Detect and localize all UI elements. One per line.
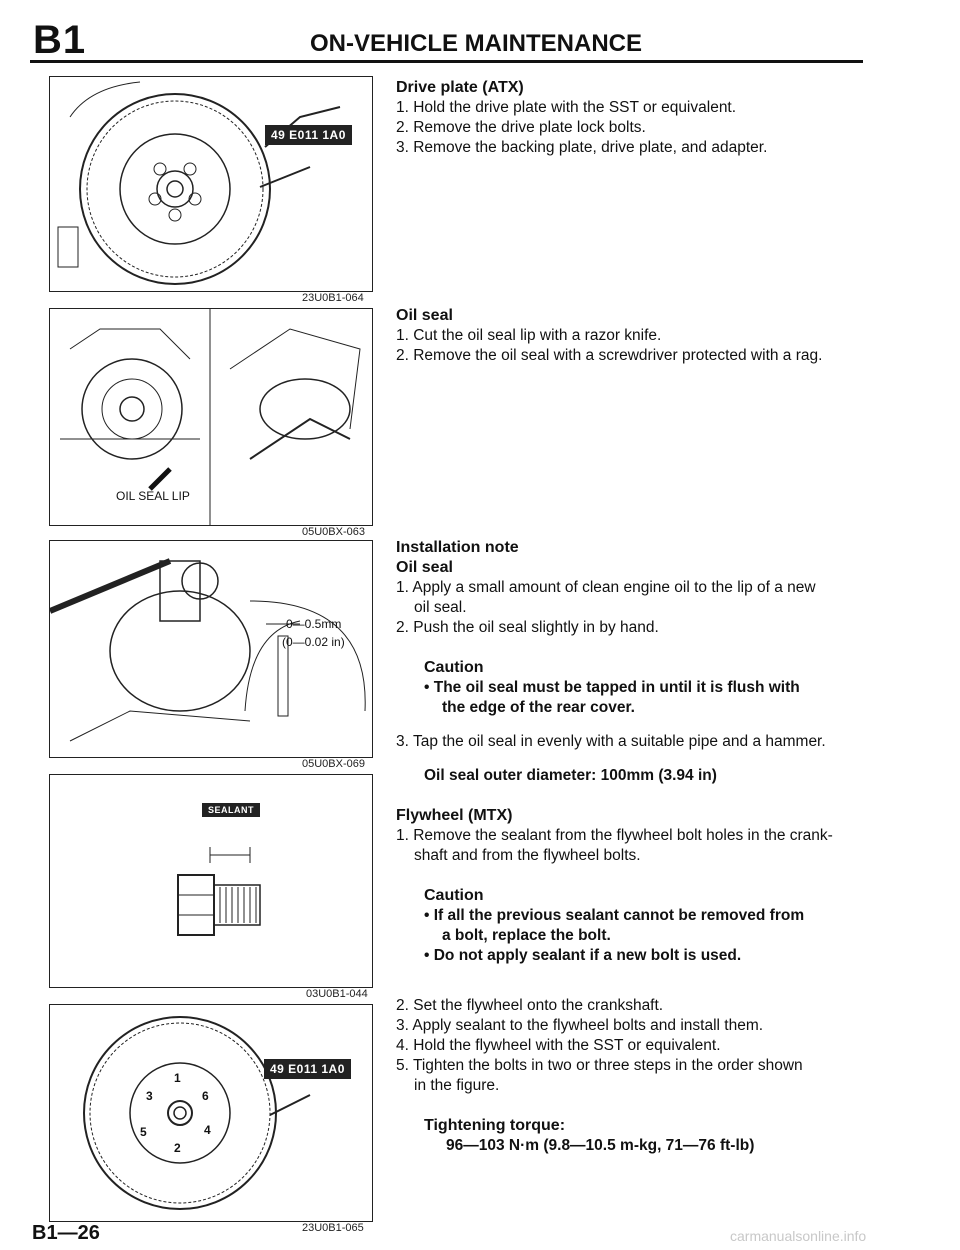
figure-code: 23U0B1-064 xyxy=(302,292,364,304)
figure-sealant-bolt: SEALANT xyxy=(49,774,373,988)
caution-item-cont: the edge of the rear cover. xyxy=(442,699,635,716)
flywheel-step: 5. Tighten the bolts in two or three ste… xyxy=(396,1057,803,1074)
installation-section: Installation note Oil seal 1. Apply a sm… xyxy=(396,538,876,786)
page-header: B1 ON-VEHICLE MAINTENANCE xyxy=(0,0,960,70)
flywheel-heading: Flywheel (MTX) xyxy=(396,807,513,824)
caution-title: Caution xyxy=(424,659,484,676)
page-number: B1—26 xyxy=(32,1222,100,1244)
installation-step: 1. Apply a small amount of clean engine … xyxy=(396,579,816,596)
flywheel-step-cont: shaft and from the flywheel bolts. xyxy=(414,847,641,864)
oil-seal-step: 1. Cut the oil seal lip with a razor kni… xyxy=(396,327,662,344)
oil-seal-lip-illustration xyxy=(60,309,361,525)
drive-plate-step: 2. Remove the drive plate lock bolts. xyxy=(396,119,646,136)
figure-tap-oil-seal: 0—0.5mm (0—0.02 in) xyxy=(49,540,373,758)
drive-plate-step: 3. Remove the backing plate, drive plate… xyxy=(396,139,768,156)
sst-tool-badge: 49 E011 1A0 xyxy=(264,1059,351,1079)
drive-plate-step: 1. Hold the drive plate with the SST or … xyxy=(396,99,737,116)
oil-seal-heading: Oil seal xyxy=(396,307,453,324)
clearance-dimension-mm: 0—0.5mm xyxy=(286,617,342,631)
caution-item: • Do not apply sealant if a new bolt is … xyxy=(424,947,742,964)
oil-seal-section: Oil seal 1. Cut the oil seal lip with a … xyxy=(396,306,876,366)
installation-heading: Installation note xyxy=(396,539,519,556)
oil-seal-step: 2. Remove the oil seal with a screwdrive… xyxy=(396,347,823,364)
tap-oil-seal-illustration xyxy=(50,558,366,742)
flywheel-section: Flywheel (MTX) 1. Remove the sealant fro… xyxy=(396,806,876,1156)
torque-spec: 96—103 N·m (9.8—10.5 m-kg, 71—76 ft-lb) xyxy=(446,1137,755,1154)
figure-flywheel-order: 1 6 3 4 5 2 49 E011 1A0 xyxy=(49,1004,373,1222)
flywheel-step-cont: in the figure. xyxy=(414,1077,500,1094)
procedure-text: Drive plate (ATX) 1. Hold the drive plat… xyxy=(396,78,876,1218)
bolt-order-2: 2 xyxy=(174,1141,181,1155)
bolt-order-4: 4 xyxy=(204,1123,211,1137)
installation-step-cont: oil seal. xyxy=(414,599,467,616)
figure-code: 05U0BX-063 xyxy=(302,526,365,538)
seal-diameter-spec: Oil seal outer diameter: 100mm (3.94 in) xyxy=(424,767,717,784)
sealant-badge: SEALANT xyxy=(202,803,260,817)
clearance-dimension-in: (0—0.02 in) xyxy=(282,635,345,649)
flywheel-illustration xyxy=(83,1016,311,1210)
bolt-order-1: 1 xyxy=(174,1071,181,1085)
installation-subheading: Oil seal xyxy=(396,559,453,576)
bolt-order-5: 5 xyxy=(140,1125,147,1139)
drive-plate-illustration xyxy=(57,81,341,285)
caution-title: Caution xyxy=(424,887,484,904)
torque-title: Tightening torque: xyxy=(424,1117,566,1134)
header-divider xyxy=(30,60,863,63)
page-title: ON-VEHICLE MAINTENANCE xyxy=(310,30,643,57)
caution-item-cont: a bolt, replace the bolt. xyxy=(442,927,611,944)
caution-item: • The oil seal must be tapped in until i… xyxy=(424,679,800,696)
bolt-order-6: 6 xyxy=(202,1089,209,1103)
watermark: carmanualsonline.info xyxy=(730,1228,867,1244)
figure-code: 05U0BX-069 xyxy=(302,758,365,770)
flywheel-step: 3. Apply sealant to the flywheel bolts a… xyxy=(396,1017,764,1034)
flywheel-step: 4. Hold the flywheel with the SST or equ… xyxy=(396,1037,721,1054)
bolt-order-3: 3 xyxy=(146,1089,153,1103)
figure-code: 03U0B1-044 xyxy=(306,988,368,1000)
figure-oil-seal-lip: OIL SEAL LIP xyxy=(49,308,373,526)
sealant-bolt-illustration xyxy=(177,847,261,936)
drive-plate-heading: Drive plate (ATX) xyxy=(396,79,524,96)
sst-tool-badge: 49 E011 1A0 xyxy=(265,125,352,145)
figure-code: 23U0B1-065 xyxy=(302,1222,364,1234)
installation-step: 2. Push the oil seal slightly in by hand… xyxy=(396,619,659,636)
caution-item: • If all the previous sealant cannot be … xyxy=(424,907,805,924)
section-code: B1 xyxy=(33,18,87,62)
oil-seal-lip-label: OIL SEAL LIP xyxy=(116,489,190,503)
flywheel-step: 2. Set the flywheel onto the crankshaft. xyxy=(396,997,664,1014)
installation-step: 3. Tap the oil seal in evenly with a sui… xyxy=(396,733,826,750)
flywheel-step: 1. Remove the sealant from the flywheel … xyxy=(396,827,833,844)
figure-drive-plate: 49 E011 1A0 xyxy=(49,76,373,292)
drive-plate-section: Drive plate (ATX) 1. Hold the drive plat… xyxy=(396,78,876,158)
